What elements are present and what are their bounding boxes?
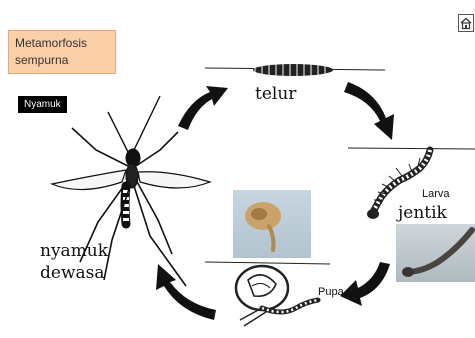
label-jentik: jentik [398,203,447,223]
larva-photo [396,224,475,282]
arrow-pupa-to-adult [156,264,216,320]
arrow-egg-to-larva [344,82,394,140]
pupa-illustration [205,262,330,326]
larva-photo-image [396,224,475,282]
label-nyamuk-line-1: nyamuk [40,240,108,262]
label-telur: telur [255,84,296,104]
label-pupa: Pupa [318,286,344,298]
pupa-photo-image [233,190,311,258]
pupa-photo [233,190,311,258]
arrow-adult-to-egg [178,86,228,130]
egg-illustration [205,64,385,76]
label-nyamuk-dewasa: nyamuk dewasa [40,240,108,284]
arrow-larva-to-pupa [340,262,390,306]
label-nyamuk-line-2: dewasa [40,262,108,284]
label-larva: Larva [422,188,450,200]
